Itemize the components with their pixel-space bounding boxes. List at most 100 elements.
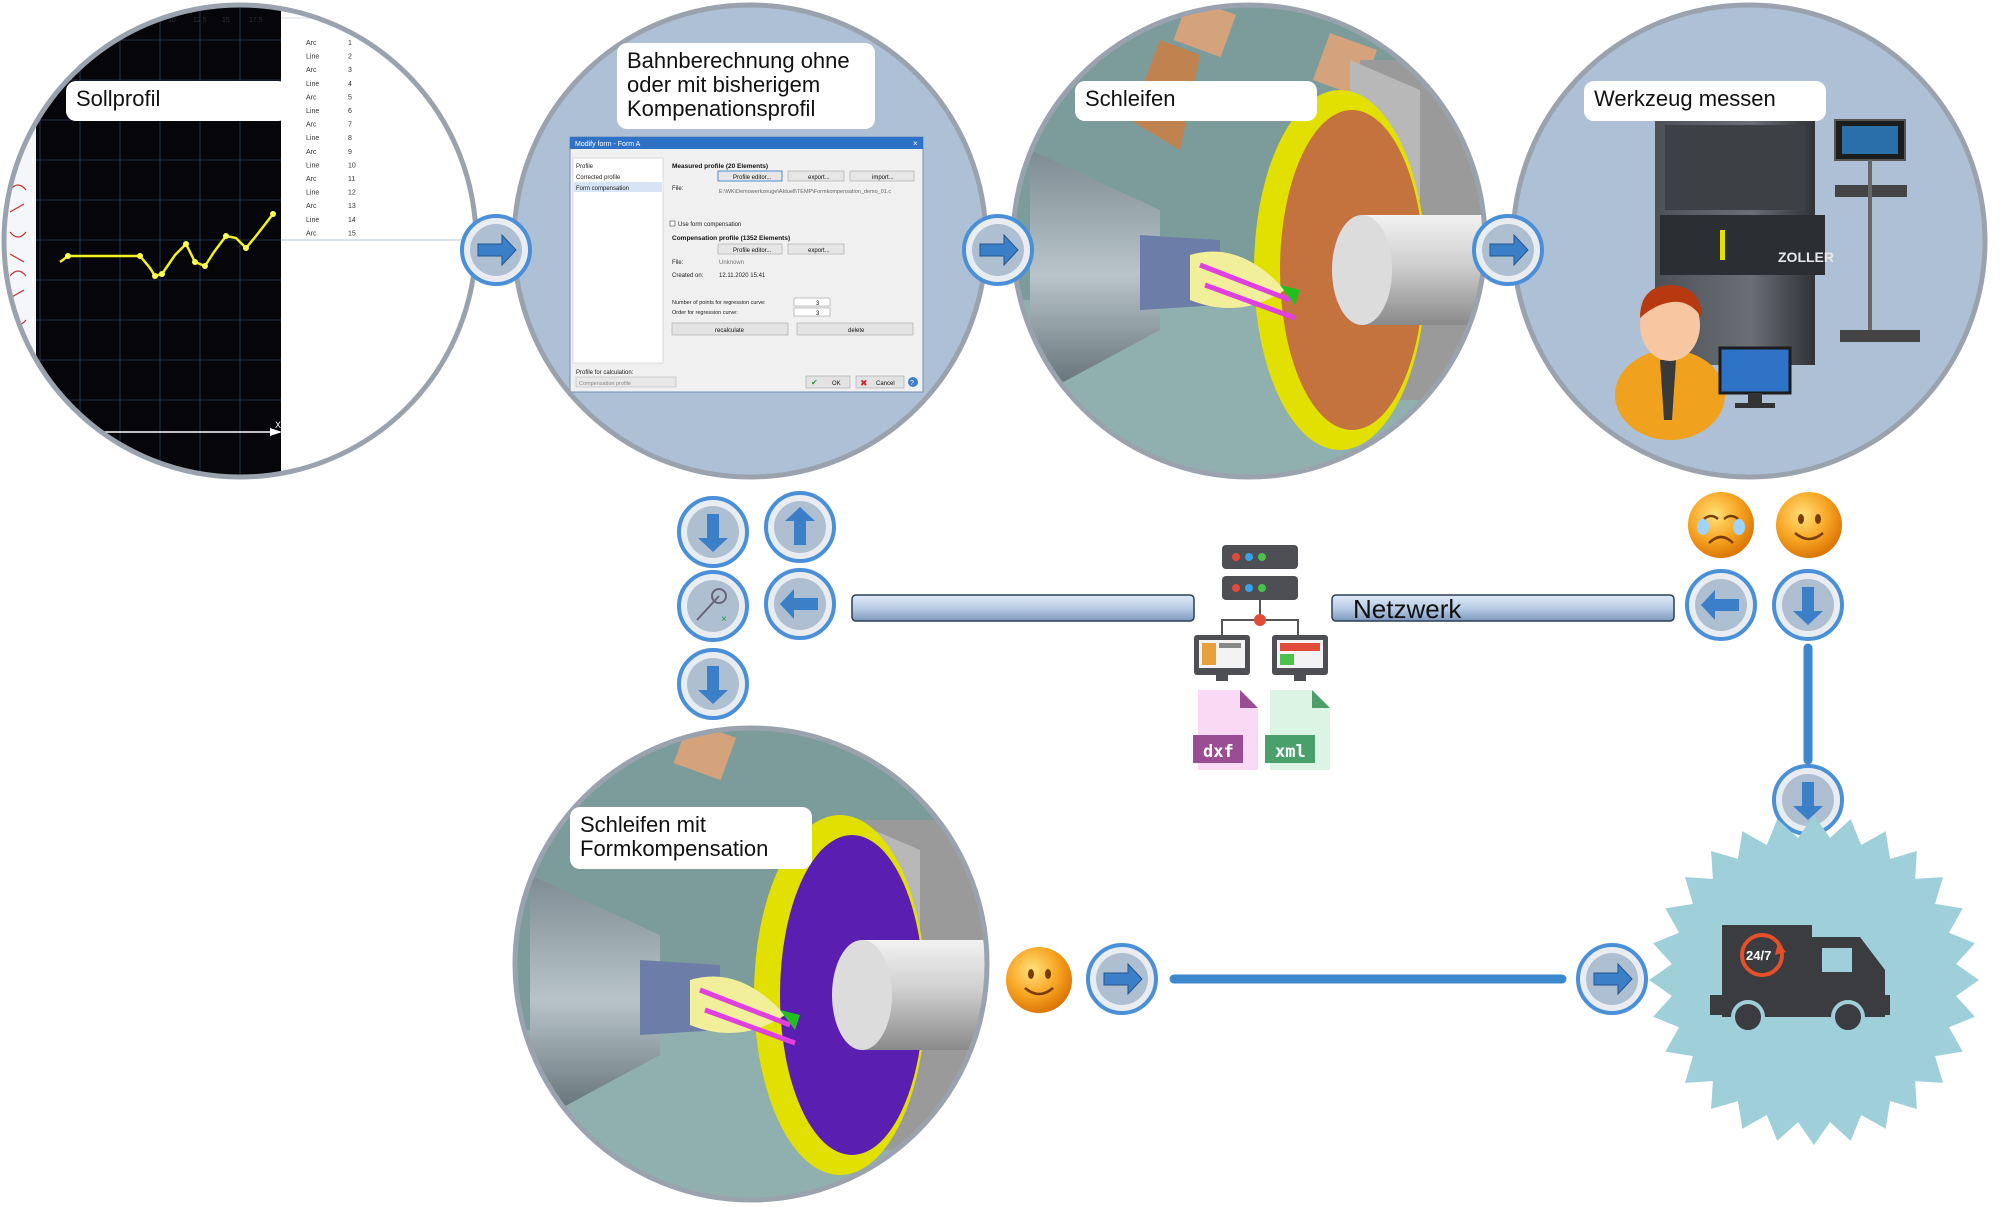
element-index: 10	[348, 162, 356, 169]
smiley-happy-icon	[1006, 947, 1072, 1013]
element-type: Arc	[306, 94, 317, 101]
comp-file-value: Unknown	[719, 260, 744, 266]
arrow-down-icon	[677, 648, 749, 720]
profile-editor-button[interactable]: Profile editor...	[733, 175, 772, 181]
calc-profile-select[interactable]	[575, 376, 677, 388]
smiley-sad-icon	[1688, 492, 1754, 558]
label-schleifen-formkompensation: Schleifen mit Formkompensation	[570, 807, 812, 869]
file-type-dxf: dxf	[1203, 742, 1234, 762]
user-avatar-icon	[1615, 285, 1725, 440]
step-sollprofil: X 10 12.5 15 17.5	[1, 2, 479, 480]
check-icon: ✔	[811, 378, 818, 387]
file-type-xml: xml	[1275, 742, 1306, 762]
tick-label: 10	[168, 17, 176, 24]
element-index: 12	[348, 190, 356, 197]
element-type: Arc	[306, 122, 317, 129]
tick-labels: 10 12.5 15 17.5	[168, 17, 263, 24]
element-index: 8	[348, 135, 352, 142]
element-type: Line	[306, 54, 319, 61]
element-type: Line	[306, 162, 319, 169]
dialog-close-icon[interactable]: ×	[913, 139, 918, 148]
delivery-truck-icon: 24/7	[1710, 925, 1890, 1034]
element-type: Arc	[306, 67, 317, 74]
calc-profile-label: Profile for calculation:	[576, 370, 634, 376]
points-spinner[interactable]	[793, 297, 831, 307]
server-icon	[1222, 545, 1298, 600]
label-line: Formkompensation	[580, 836, 769, 861]
arrow-right-icon	[1086, 943, 1158, 1015]
measured-profile-heading: Measured profile (20 Elements)	[672, 163, 768, 170]
tick-label: 12.5	[193, 17, 207, 24]
label-schleifen: Schleifen	[1075, 81, 1317, 121]
help-icon[interactable]	[908, 377, 918, 387]
comp-profile-editor-button[interactable]: Profile editor...	[733, 248, 772, 254]
comp-export-button[interactable]: export...	[808, 248, 830, 254]
step-schleifen-formkompensation	[512, 725, 990, 1203]
dialog-title: Modify form - Form A	[575, 141, 641, 148]
calc-profile-value: Compensation profile	[579, 381, 631, 387]
element-index: 2	[348, 54, 352, 61]
element-index: 9	[348, 149, 352, 156]
step-schleifen	[1010, 2, 1488, 480]
element-index: 6	[348, 108, 352, 115]
label-sollprofil: Sollprofil	[66, 81, 288, 121]
file-dxf-icon: dxf	[1193, 690, 1258, 770]
order-value: 3	[816, 311, 820, 317]
label-werkzeug-messen: Werkzeug messen	[1584, 81, 1826, 121]
element-index: 1	[348, 40, 352, 47]
label-line: Bahnberechnung ohne	[627, 48, 850, 73]
export-button[interactable]: export...	[808, 175, 830, 181]
element-index: 4	[348, 81, 352, 88]
element-type: Line	[306, 135, 319, 142]
smiley-happy-icon	[1776, 492, 1842, 558]
profile-curve	[59, 213, 274, 278]
label-schleifen-text: Schleifen	[1085, 86, 1176, 111]
points-value: 3	[816, 301, 820, 307]
modify-form-dialog: Modify form - Form A × Profile Corrected…	[569, 136, 924, 393]
measure-tool-icon: ×	[677, 570, 749, 642]
created-label: Created on:	[672, 273, 704, 279]
machine-brand: ZOLLER	[1778, 249, 1834, 265]
element-index: 15	[348, 230, 356, 237]
label-line: oder mit bisherigem	[627, 72, 821, 97]
file-xml-icon: xml	[1265, 690, 1330, 770]
tick-label: 17.5	[249, 17, 263, 24]
element-index: 3	[348, 67, 352, 74]
file-path: E:\WK\Demowerkzeuge\Aktuell\TEMP\Formkom…	[719, 189, 891, 195]
arrow-right-icon	[962, 214, 1034, 286]
recalculate-button[interactable]: recalculate	[715, 328, 745, 334]
element-index: 7	[348, 122, 352, 129]
use-compensation-label: Use form compensation	[678, 222, 741, 228]
element-index: 5	[348, 94, 352, 101]
element-index: 14	[348, 217, 356, 224]
label-bahnberechnung: Bahnberechnung ohne oder mit bisherigem …	[617, 43, 875, 129]
element-type: Arc	[306, 203, 317, 210]
element-type: Arc	[306, 176, 317, 183]
nav-form-compensation[interactable]: Form compensation	[576, 186, 629, 192]
delete-button[interactable]: delete	[848, 328, 865, 334]
element-index: 13	[348, 203, 356, 210]
use-compensation-checkbox[interactable]	[669, 220, 676, 227]
arrow-right-icon	[1576, 943, 1648, 1015]
computer-icon	[1718, 346, 1792, 408]
nav-profile[interactable]: Profile	[576, 164, 594, 170]
arrow-left-icon	[764, 568, 836, 640]
arrow-right-icon	[460, 214, 532, 286]
network-pipe-right	[1331, 594, 1675, 622]
import-button[interactable]: import...	[872, 175, 894, 181]
order-label: Order for regression curve:	[672, 310, 738, 316]
nav-corrected-profile[interactable]: Corrected profile	[576, 175, 621, 181]
created-value: 12.11.2020 15:41	[719, 273, 766, 279]
element-type: Arc	[306, 149, 317, 156]
profile-points	[65, 211, 276, 279]
element-type: Line	[306, 108, 319, 115]
element-type: Line	[306, 217, 319, 224]
element-type: Line	[306, 190, 319, 197]
network-pipe-left	[851, 594, 1195, 622]
order-spinner[interactable]	[793, 307, 831, 317]
svg-text:?: ?	[910, 380, 914, 387]
cancel-button[interactable]: Cancel	[876, 381, 895, 387]
ok-button[interactable]: OK	[832, 381, 841, 387]
